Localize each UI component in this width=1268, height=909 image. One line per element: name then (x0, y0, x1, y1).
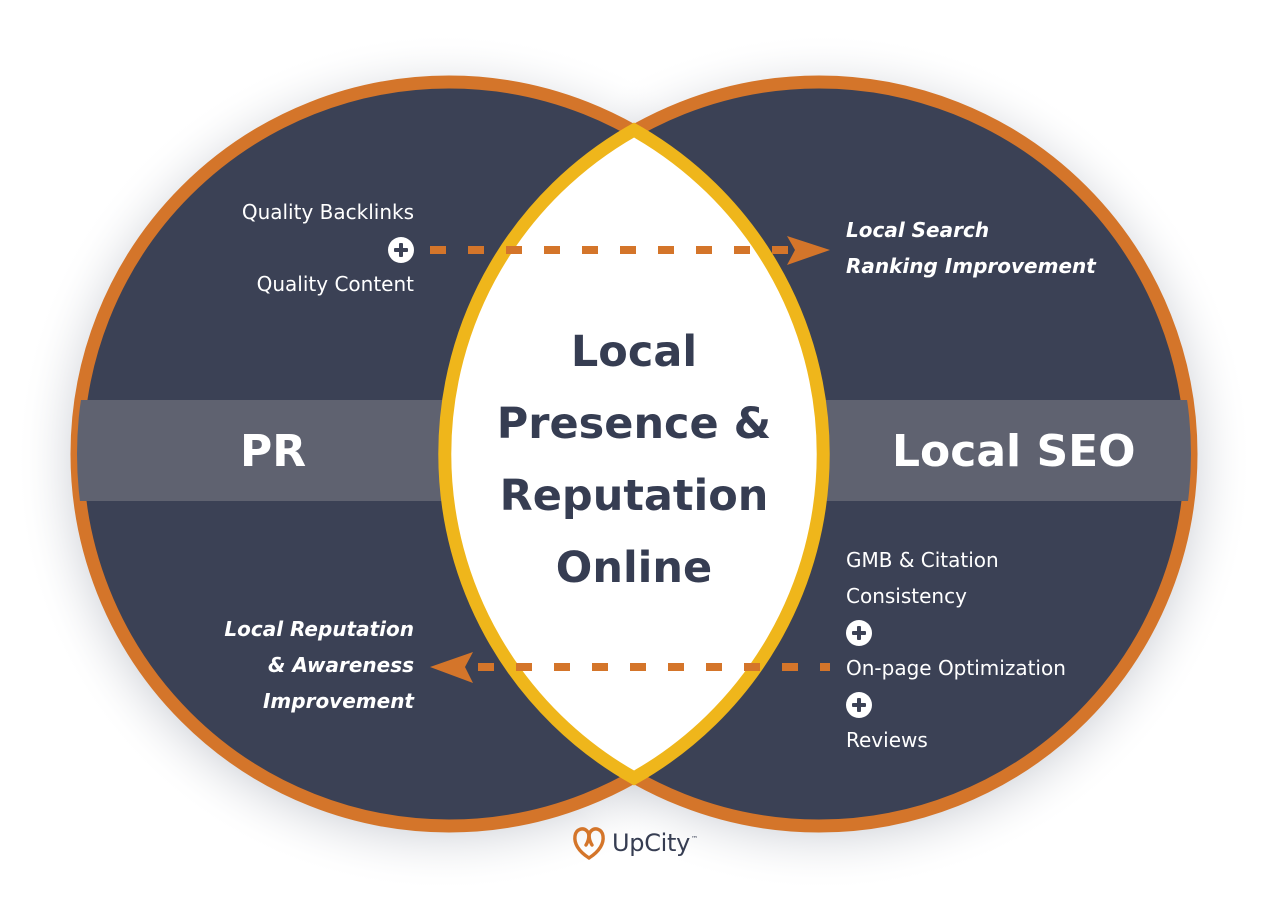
seo-input-consistency: Consistency (846, 584, 967, 608)
plus-circle-icon (846, 692, 872, 718)
arrow-to-local-seo (430, 236, 830, 265)
seo-input-reviews: Reviews (846, 728, 928, 752)
overlap-title-line-4: Online (555, 543, 713, 593)
overlap-lens (438, 122, 830, 786)
plus-circle-icon (388, 237, 414, 263)
brand-name: UpCity (612, 829, 691, 857)
trademark: ™ (691, 835, 698, 843)
pr-label: PR (240, 426, 307, 477)
overlap-title-line-3: Reputation (499, 471, 769, 521)
pr-input-quality-backlinks: Quality Backlinks (241, 200, 414, 224)
overlap-title: Local Presence & Reputation Online (474, 316, 794, 604)
arrowhead-left-icon (430, 652, 473, 683)
seo-outcome-line-1: Local Search (846, 218, 990, 242)
seo-input-gmb-citation: GMB & Citation (846, 548, 999, 572)
pr-outcome-line-3: Improvement (262, 689, 414, 713)
upcity-logo: UpCity™ (572, 824, 698, 862)
overlap-title-line-1: Local (570, 327, 698, 377)
overlap-title-line-2: Presence & (496, 399, 772, 449)
pr-outcome-line-2: & Awareness (268, 653, 414, 677)
seo-input-on-page-optimization: On-page Optimization (846, 656, 1066, 680)
upcity-logo-icon (573, 827, 605, 860)
pr-input-quality-content: Quality Content (256, 272, 414, 296)
left-band (77, 400, 470, 501)
seo-outcome-line-2: Ranking Improvement (846, 254, 1096, 278)
arrow-to-pr (430, 652, 830, 683)
plus-circle-icon (846, 620, 872, 646)
arrowhead-right-icon (787, 236, 830, 265)
upcity-wordmark: UpCity™ (612, 829, 698, 857)
local-seo-label: Local SEO (892, 426, 1136, 477)
pr-outcome-line-1: Local Reputation (224, 617, 414, 641)
right-band (800, 400, 1191, 501)
